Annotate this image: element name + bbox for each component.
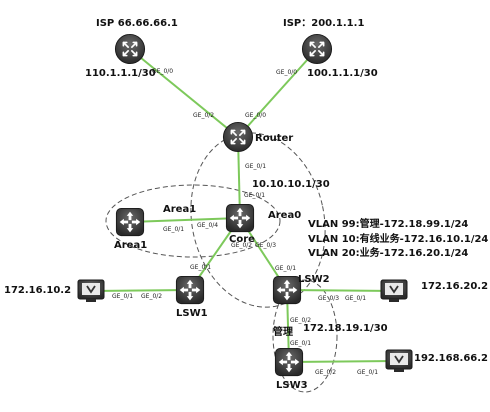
link-isp1-router (129, 48, 239, 138)
core-router-icon[interactable] (222, 121, 254, 153)
lsw2-name: LSW2 (298, 274, 330, 285)
area1-switch-icon[interactable] (115, 207, 145, 237)
port-label: GE_0/1 (112, 293, 133, 300)
node-labels: ISP 66.66.66.1 110.1.1.1/30 ISP：200.1.1.… (4, 18, 488, 391)
router-name: Router (255, 133, 293, 144)
port-label: GE_0/2 (231, 242, 252, 249)
mgmt-boundary (272, 279, 338, 393)
port-label: GE_0/2 (290, 317, 311, 324)
area1-boundary (105, 184, 281, 258)
isp1-ip: 110.1.1.1/30 (85, 68, 156, 79)
vlan20-label: VLAN 20:业务-172.16.20.1/24 (308, 246, 468, 259)
port-labels: GE_0/0 GE_0/2 GE_0/0 GE_0/0 GE_0/1 GE_0/… (112, 68, 378, 376)
lsw3-switch-icon[interactable] (274, 347, 304, 377)
lsw2-switch-icon[interactable] (272, 275, 302, 305)
pc1-monitor-icon[interactable] (77, 279, 105, 303)
area0-label: Area0 (268, 210, 301, 221)
pc2-monitor-icon[interactable] (380, 279, 408, 303)
isp2-router-icon[interactable] (301, 33, 333, 65)
port-label: GE_0/1 (245, 163, 266, 170)
pc3-monitor-icon[interactable] (385, 349, 413, 373)
lsw1-switch-icon[interactable] (175, 275, 205, 305)
isp1-name: ISP 66.66.66.1 (96, 18, 178, 29)
area1-label: Area1 (163, 204, 196, 215)
port-label: GE_0/1 (163, 226, 184, 233)
isp2-name: ISP：200.1.1.1 (283, 18, 364, 29)
port-label: GE_0/1 (357, 369, 378, 376)
core-switch-icon[interactable] (225, 203, 255, 233)
port-label: GE_0/1 (275, 265, 296, 272)
link-area1-core (129, 217, 241, 223)
pc3-ip: 192.168.66.2 (414, 353, 488, 364)
lsw3-name: LSW3 (276, 380, 308, 391)
area-boundaries (105, 132, 338, 393)
mgmt-label: 管理 (273, 325, 293, 338)
port-label: GE_0/0 (245, 112, 266, 119)
link-pc1-lsw1 (91, 289, 191, 292)
isp2-ip: 100.1.1.1/30 (307, 68, 378, 79)
port-label: GE_0/3 (255, 242, 276, 249)
lsw1-name: LSW1 (176, 308, 208, 319)
port-label: GE_0/2 (315, 369, 336, 376)
router-core-ip: 10.10.10.1/30 (252, 179, 330, 190)
port-label: GE_0/1 (345, 295, 366, 302)
pc2-ip: 172.16.20.2 (421, 281, 488, 292)
link-isp2-router (237, 48, 318, 138)
port-label: GE_0/4 (197, 222, 218, 229)
vlan10-label: VLAN 10:有线业务-172.16.10.1/24 (308, 232, 488, 245)
port-label: GE_0/1 (190, 264, 211, 271)
vlan99-label: VLAN 99:管理-172.18.99.1/24 (308, 217, 468, 230)
port-label: GE_0/3 (318, 295, 339, 302)
port-label: GE_0/1 (244, 192, 265, 199)
mgmt-ip: 172.18.19.1/30 (303, 323, 388, 334)
port-label: GE_0/2 (193, 112, 214, 119)
link-lsw2-pc2 (286, 289, 394, 292)
area1-switch-name: Area1 (114, 240, 147, 251)
port-label: GE_0/0 (152, 68, 173, 75)
port-label: GE_0/0 (276, 69, 297, 76)
link-lsw3-pc3 (288, 360, 399, 363)
isp1-router-icon[interactable] (114, 33, 146, 65)
port-label: GE_0/1 (290, 340, 311, 347)
port-label: GE_0/2 (141, 293, 162, 300)
pc1-ip: 172.16.10.2 (4, 285, 71, 296)
core-name: Core (229, 234, 255, 245)
